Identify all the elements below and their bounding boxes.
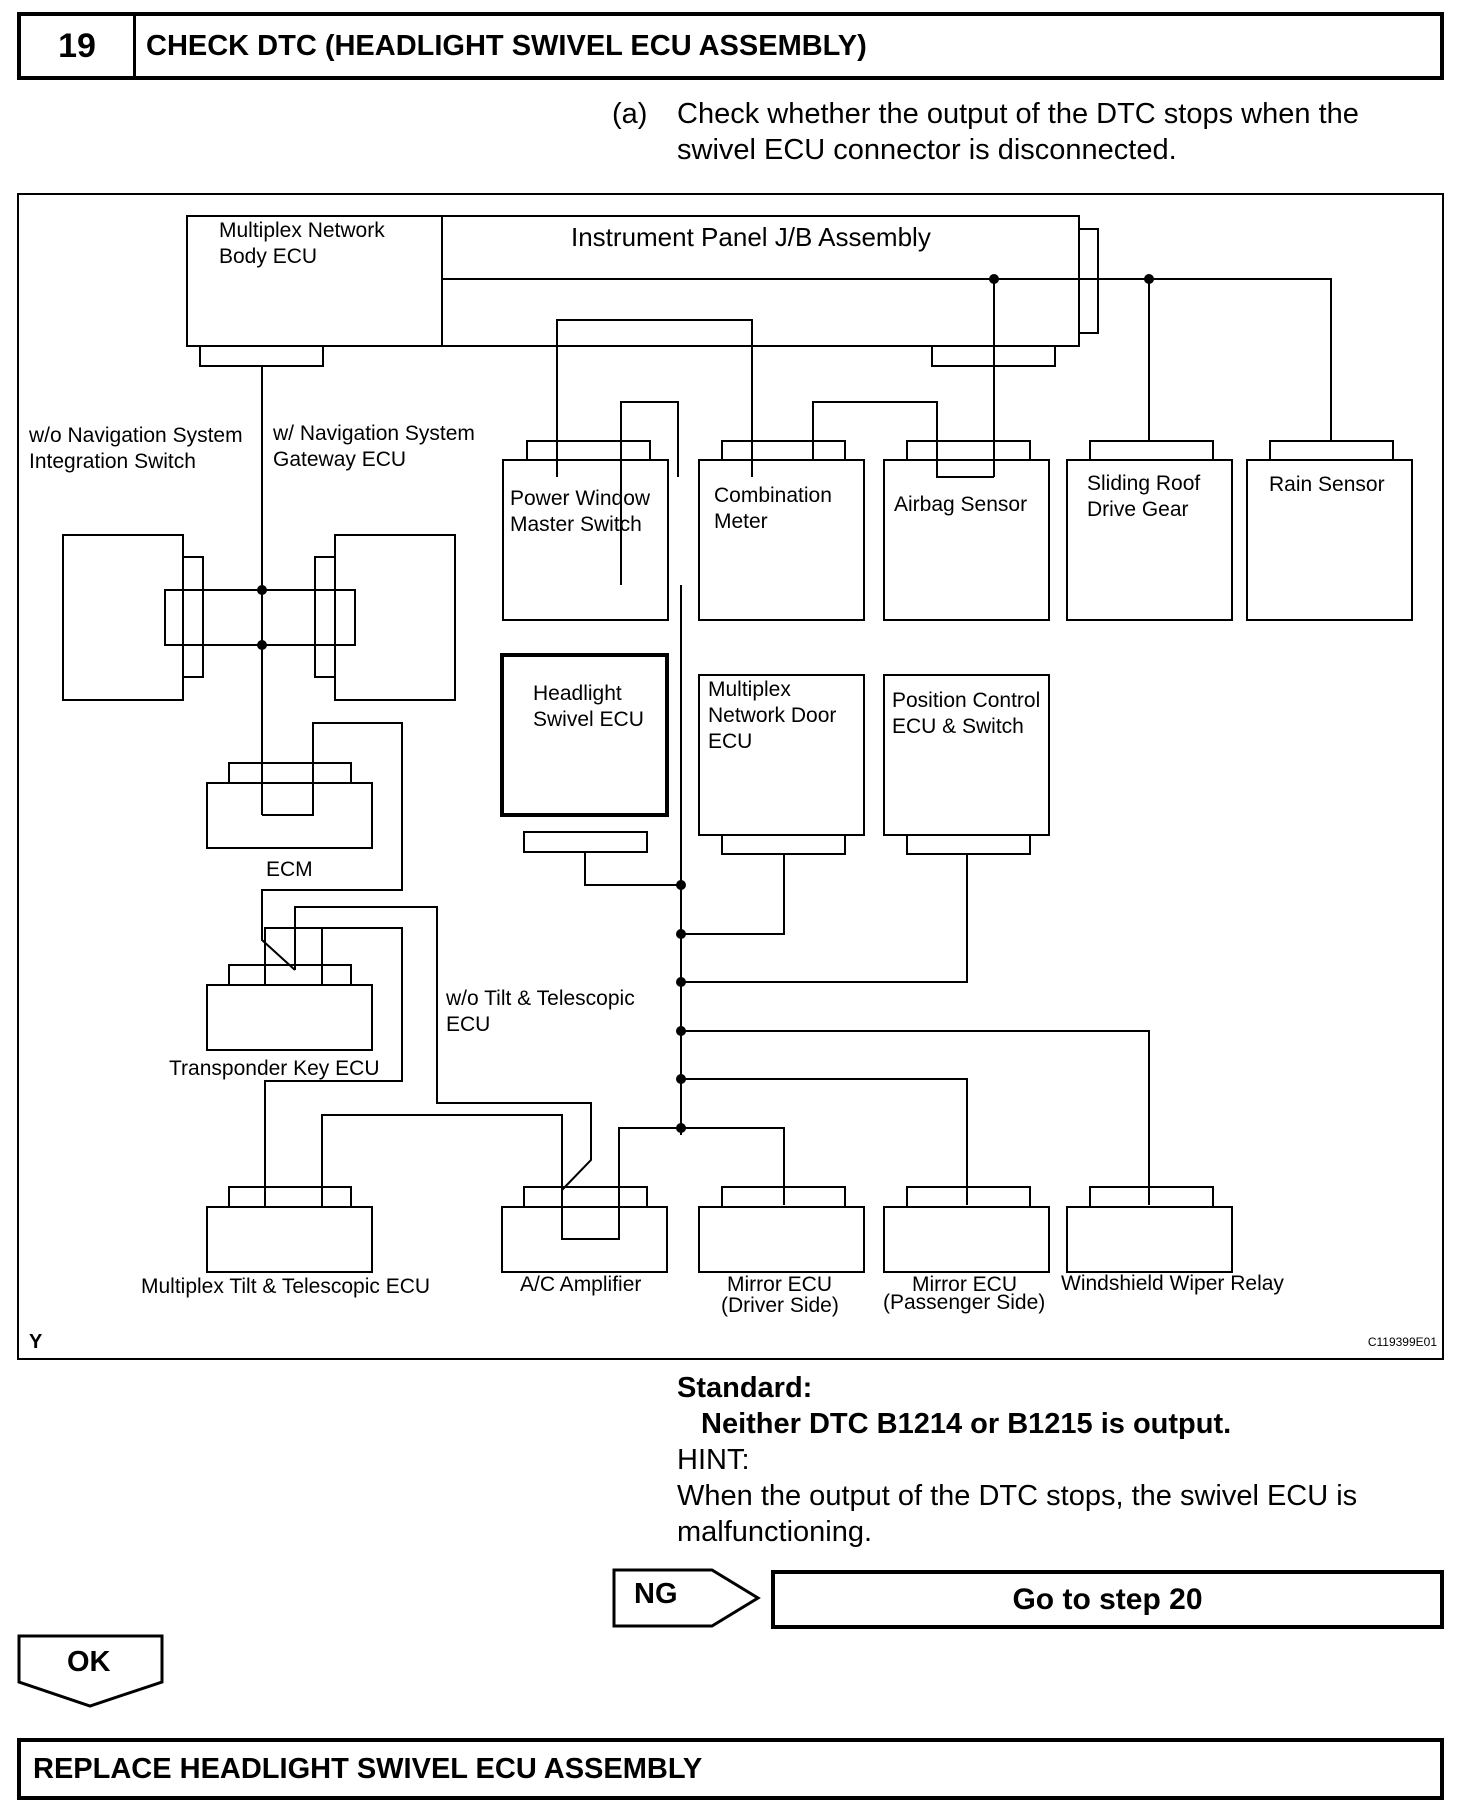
replace-ecu-action[interactable]: REPLACE HEADLIGHT SWIVEL ECU ASSEMBLY — [17, 1738, 1444, 1800]
ecm-label: ECM — [266, 858, 313, 881]
wo-nav-label-1: w/o Navigation System — [28, 424, 243, 447]
transponder-box — [206, 984, 373, 1051]
headlight-swivel-label-1: Headlight — [533, 682, 622, 705]
wo-nav-label-2: Integration Switch — [29, 450, 196, 473]
gateway-ecu-box — [334, 534, 456, 701]
figure-code: C119399E01 — [1368, 1335, 1437, 1349]
transponder-label: Transponder Key ECU — [169, 1057, 379, 1080]
headlight-swivel-ecu-box — [500, 653, 669, 817]
power-window-label-2: Master Switch — [510, 513, 642, 536]
step-header: 19 CHECK DTC (HEADLIGHT SWIVEL ECU ASSEM… — [17, 12, 1444, 80]
mirror-driver-label-2: (Driver Side) — [721, 1294, 839, 1317]
combination-meter-label-1: Combination — [714, 484, 832, 507]
door-ecu-label-3: ECU — [708, 730, 752, 753]
wiper-relay-box — [1066, 1206, 1233, 1273]
airbag-sensor-label: Airbag Sensor — [894, 493, 1027, 516]
instruction-text: Check whether the output of the DTC stop… — [677, 98, 1359, 166]
mirror-passenger-label-1: Mirror ECU — [912, 1273, 1017, 1296]
wo-tilt-label-2: ECU — [446, 1013, 490, 1036]
body-ecu-label-1: Multiplex Network — [219, 219, 385, 242]
wo-tilt-label-1: w/o Tilt & Telescopic — [445, 987, 635, 1010]
step-number: 19 — [21, 16, 136, 76]
mirror-driver-box — [698, 1206, 865, 1273]
ac-amplifier-label: A/C Amplifier — [520, 1273, 641, 1296]
ng-result: NG — [612, 1568, 762, 1628]
position-control-label-2: ECU & Switch — [892, 715, 1024, 738]
standard-value: Neither DTC B1214 or B1215 is output. — [701, 1408, 1232, 1440]
rain-sensor-label: Rain Sensor — [1269, 473, 1385, 496]
go-to-step-20-button[interactable]: Go to step 20 — [771, 1570, 1444, 1629]
mirror-driver-label-1: Mirror ECU — [727, 1273, 832, 1296]
mirror-passenger-label-2: (Passenger Side) — [883, 1291, 1045, 1314]
w-nav-label-2: Gateway ECU — [273, 448, 406, 471]
instruction-label: (a) — [612, 98, 648, 130]
diagram-corner-mark: Y — [29, 1331, 43, 1353]
combination-meter-label-2: Meter — [714, 510, 768, 533]
door-ecu-label-1: Multiplex — [708, 678, 791, 701]
tilt-telescopic-box — [206, 1206, 373, 1273]
power-window-switch-box — [502, 459, 669, 621]
tilt-telescopic-label: Multiplex Tilt & Telescopic ECU — [141, 1275, 430, 1298]
standard-label: Standard: — [677, 1372, 813, 1404]
w-nav-label-1: w/ Navigation System — [272, 422, 475, 445]
wiper-relay-label: Windshield Wiper Relay — [1061, 1272, 1284, 1295]
ok-result: OK — [17, 1634, 165, 1710]
step-title: CHECK DTC (HEADLIGHT SWIVEL ECU ASSEMBLY… — [146, 29, 867, 62]
jb-connector-right — [1078, 228, 1099, 334]
wiring-diagram: Multiplex Network Body ECU Instrument Pa… — [17, 193, 1444, 1360]
mirror-passenger-box — [883, 1206, 1050, 1273]
jb-label: Instrument Panel J/B Assembly — [571, 222, 931, 252]
body-ecu-connector — [199, 345, 324, 367]
hint-text: When the output of the DTC stops, the sw… — [677, 1480, 1358, 1548]
ng-label: NG — [634, 1578, 678, 1610]
power-window-label-1: Power Window — [510, 487, 651, 510]
position-control-label-1: Position Control — [892, 689, 1040, 712]
sliding-roof-label-2: Drive Gear — [1087, 498, 1189, 521]
door-ecu-label-2: Network Door — [708, 704, 836, 727]
sliding-roof-label-1: Sliding Roof — [1087, 472, 1200, 495]
headlight-swivel-label-2: Swivel ECU — [533, 708, 644, 731]
ok-label: OK — [67, 1646, 111, 1678]
airbag-sensor-box — [883, 459, 1050, 621]
body-ecu-label-2: Body ECU — [219, 245, 317, 268]
standard-section: Standard: Neither DTC B1214 or B1215 is … — [677, 1370, 1437, 1550]
instruction-item: (a) Check whether the output of the DTC … — [612, 96, 1432, 168]
hint-label: HINT: — [677, 1444, 750, 1476]
